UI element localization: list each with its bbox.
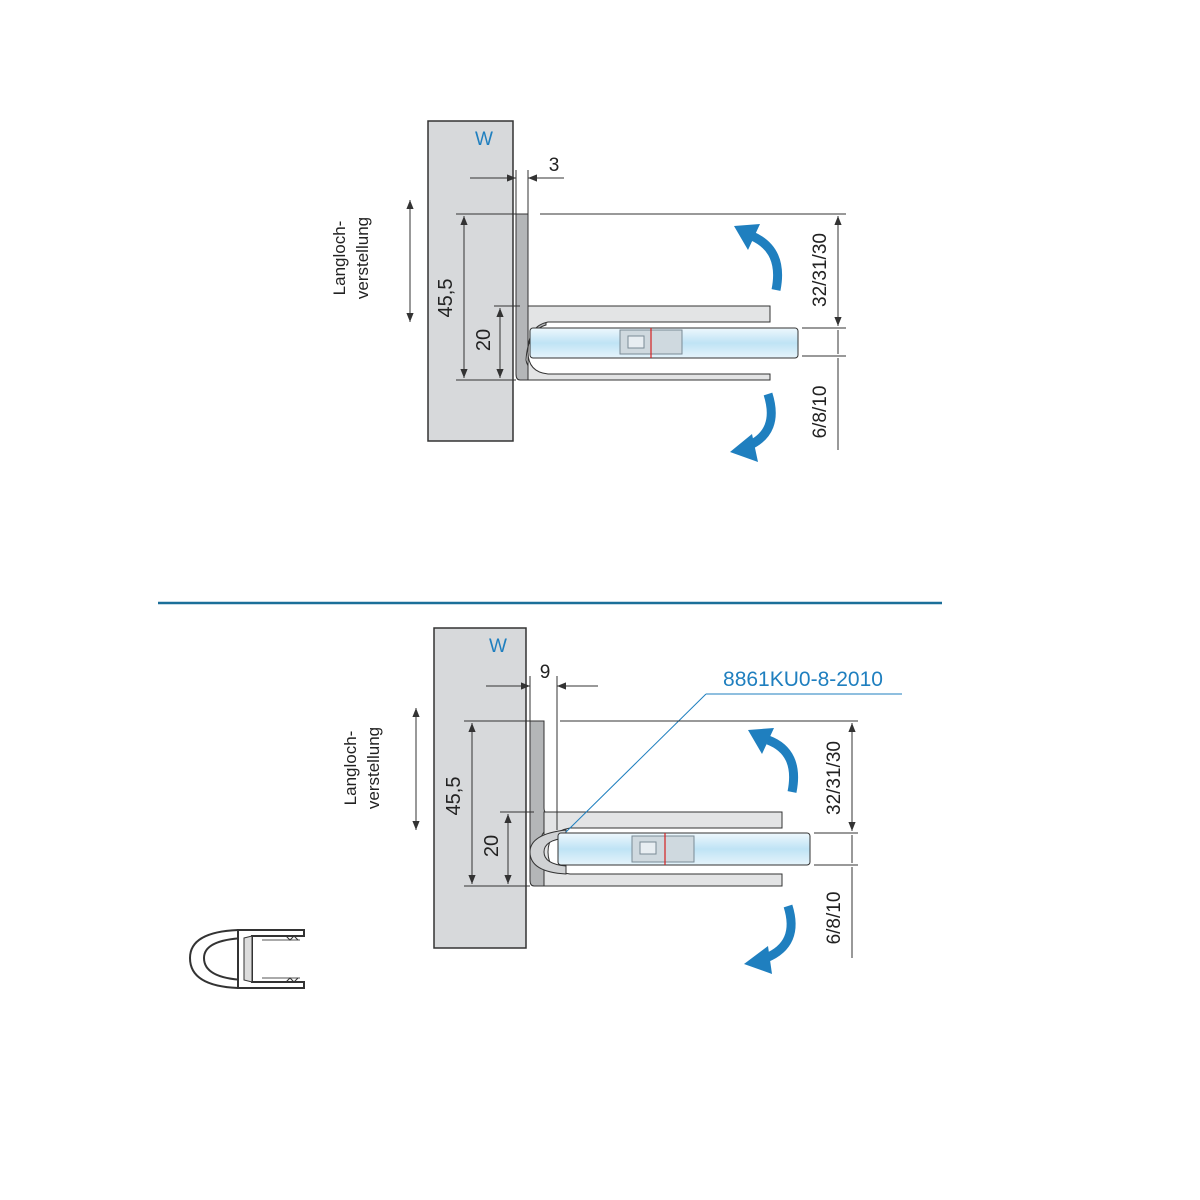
seal-web xyxy=(243,935,253,983)
seal-lip xyxy=(262,939,300,979)
adjustment-label-line2: verstellung xyxy=(353,217,372,299)
seal-serration xyxy=(285,935,299,983)
rotation-arrow-down xyxy=(764,904,796,963)
upper-glass-dimension: 32/31/30 xyxy=(810,233,831,307)
adjustment-label-line1: Langloch- xyxy=(330,221,349,296)
clamp-insert xyxy=(631,835,695,863)
clamp-body xyxy=(543,811,783,887)
upper-glass-dimension: 32/31/30 xyxy=(824,741,845,815)
rotation-arrow-up-head xyxy=(748,728,774,754)
rotation-arrow-up-head xyxy=(734,224,760,250)
lower-glass-dimension: 6/8/10 xyxy=(810,386,831,439)
wall-block xyxy=(427,120,514,442)
seal-bulb xyxy=(188,929,245,989)
gasket-profile xyxy=(529,829,567,875)
inner-dimension: 20 xyxy=(473,329,495,351)
height-dimension: 45,5 xyxy=(435,279,457,318)
wall-label: W xyxy=(475,129,493,150)
wall-block xyxy=(433,627,527,949)
adjustment-label-line1: Langloch- xyxy=(341,731,360,806)
insert-detail xyxy=(627,335,645,349)
insert-detail xyxy=(639,841,657,855)
diagram-top: W 3 45,5 20 Langloch- verstellung xyxy=(330,120,846,462)
gap-dimension: 9 xyxy=(540,662,551,683)
part-number: 8861KU0-8-2010 xyxy=(723,668,883,691)
adjustment-label-line2: verstellung xyxy=(364,727,383,809)
leader-line xyxy=(565,693,707,833)
seal-profile-section xyxy=(188,929,305,989)
rotation-arrow-up xyxy=(749,231,783,291)
rotation-arrow-up xyxy=(766,735,799,793)
wall-label: W xyxy=(489,636,507,657)
clamp-body xyxy=(527,305,771,381)
rotation-arrow-down-head xyxy=(744,946,772,974)
height-dimension: 45,5 xyxy=(443,777,465,816)
lower-glass-dimension: 6/8/10 xyxy=(824,892,845,945)
inner-dimension: 20 xyxy=(481,835,503,857)
gap-dimension: 3 xyxy=(549,155,560,176)
diagram-bottom: W 9 45,5 20 Langloch- verstellung 8861KU xyxy=(341,627,902,974)
rotation-arrow-down-head xyxy=(730,434,758,462)
